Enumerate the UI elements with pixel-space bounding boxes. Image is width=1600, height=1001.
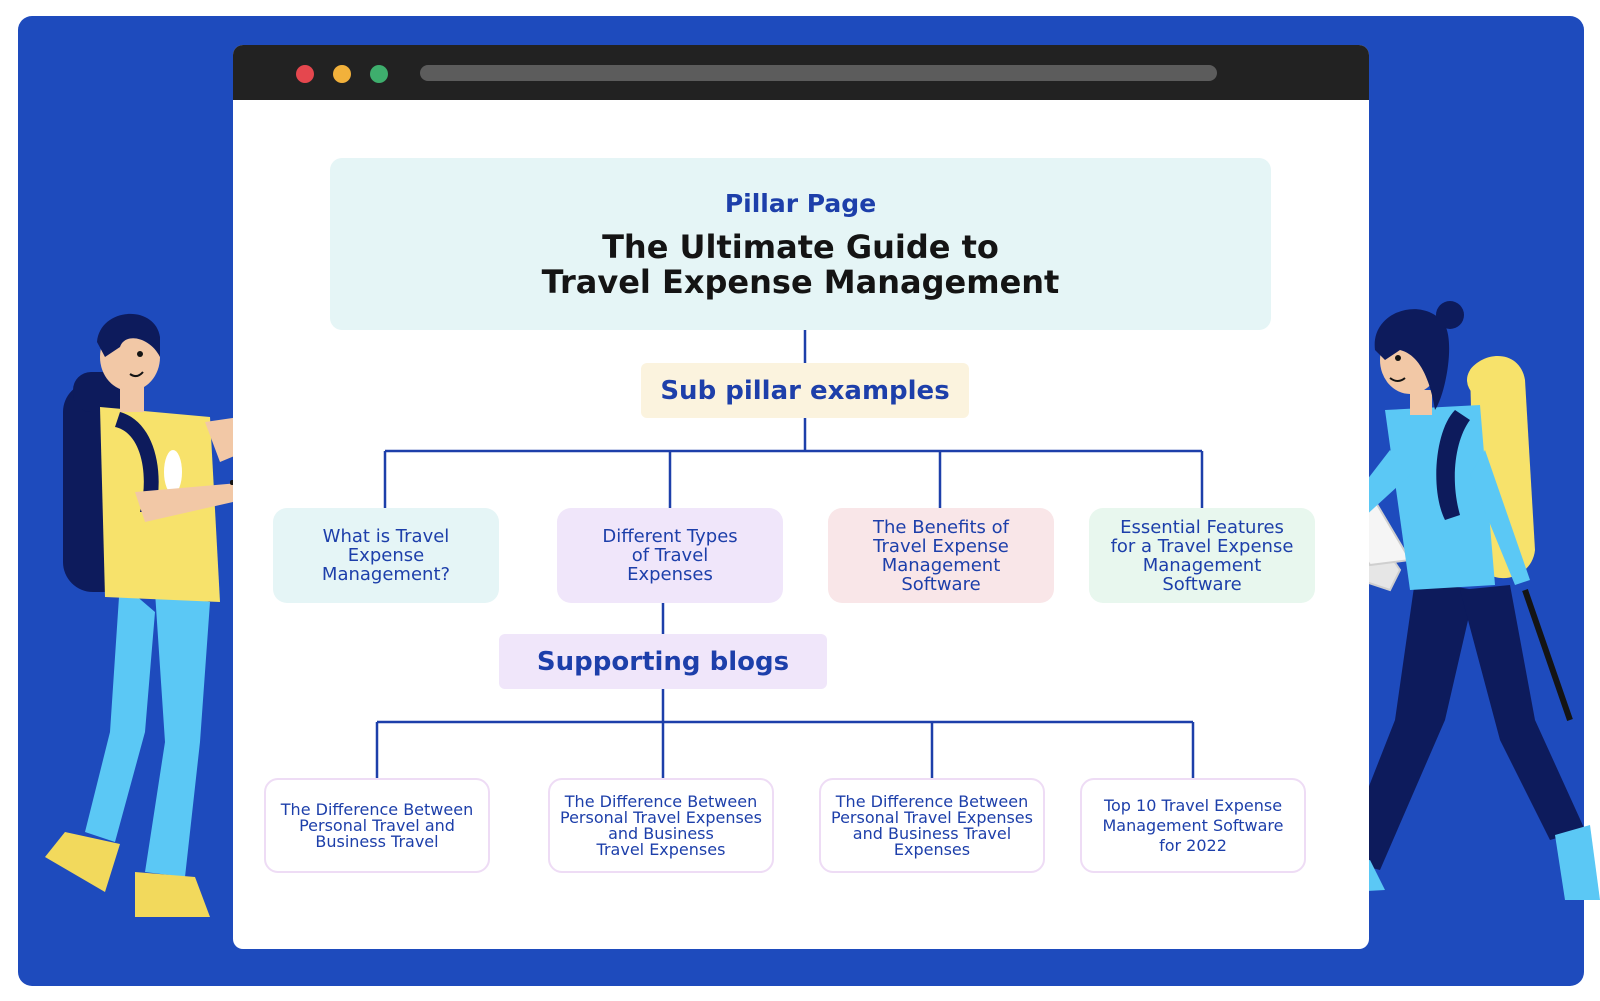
sub-pillar-item: Different Types of Travel Expenses bbox=[557, 508, 783, 603]
address-bar[interactable] bbox=[420, 65, 1217, 81]
pillar-page-title: The Ultimate Guide to Travel Expense Man… bbox=[541, 227, 1060, 301]
sub-pillar-label: Sub pillar examples bbox=[641, 363, 969, 418]
browser-titlebar bbox=[233, 45, 1369, 100]
sub-pillar-item: What is Travel Expense Management? bbox=[273, 508, 499, 603]
supporting-blog-item: Top 10 Travel Expense Management Softwar… bbox=[1080, 778, 1306, 873]
minimize-window-icon[interactable] bbox=[333, 65, 351, 83]
pillar-page-label: Pillar Page bbox=[724, 188, 877, 218]
traveler-man-illustration bbox=[45, 313, 335, 917]
close-window-icon[interactable] bbox=[296, 65, 314, 83]
supporting-blogs-label: Supporting blogs bbox=[499, 634, 827, 689]
supporting-blog-item: The Difference Between Personal Travel E… bbox=[548, 778, 774, 873]
sub-pillar-item: Essential Features for a Travel Expense … bbox=[1089, 508, 1315, 603]
maximize-window-icon[interactable] bbox=[370, 65, 388, 83]
supporting-blog-item: The Difference Between Personal Travel a… bbox=[264, 778, 490, 873]
pillar-page-box: Pillar Page The Ultimate Guide to Travel… bbox=[330, 158, 1271, 330]
supporting-blog-item: The Difference Between Personal Travel E… bbox=[819, 778, 1045, 873]
sub-pillar-item: The Benefits of Travel Expense Managemen… bbox=[828, 508, 1054, 603]
